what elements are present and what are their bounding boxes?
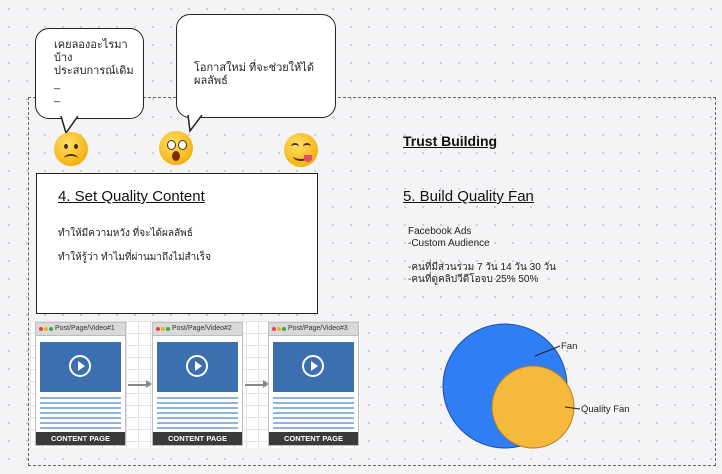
- page-footer: CONTENT PAGE: [36, 432, 125, 445]
- step4-line: ทำให้มีความหวัง ที่จะได้ผลลัพธ์: [58, 228, 193, 239]
- fan-venn-diagram: Fan Quality Fan: [442, 323, 630, 449]
- page-footer: CONTENT PAGE: [153, 432, 242, 445]
- text-lines: [273, 397, 354, 437]
- flow-arrow: [245, 381, 269, 387]
- page-titlebar: Post/Page/Video#1: [36, 323, 125, 336]
- step5-line: [408, 250, 556, 262]
- quality-fan-circle: [491, 365, 575, 449]
- step5-details: Facebook Ads -Custom Audience -คนที่มีส่…: [408, 226, 556, 286]
- play-icon: [186, 355, 208, 377]
- page-footer: CONTENT PAGE: [269, 432, 358, 445]
- page-titlebar: Post/Page/Video#2: [153, 323, 242, 336]
- play-icon: [302, 355, 324, 377]
- content-page-card: Post/Page/Video#2 CONTENT PAGE: [152, 322, 243, 446]
- page-titlebar: Post/Page/Video#3: [269, 323, 358, 336]
- step5-line: -คนที่มีส่วนร่วม 7 วัน 14 วัน 30 วัน: [408, 262, 557, 273]
- set-quality-content-box: 4. Set Quality Content ทำให้มีความหวัง ท…: [36, 173, 318, 314]
- bubble-line: _: [54, 78, 61, 90]
- page-title: Post/Page/Video#1: [55, 325, 115, 332]
- flow-arrow: [128, 381, 152, 387]
- content-page-card: Post/Page/Video#3 CONTENT PAGE: [268, 322, 359, 446]
- page-title: Post/Page/Video#3: [288, 325, 348, 332]
- astonished-face-icon: [159, 131, 193, 165]
- step5-line: -Custom Audience: [408, 238, 490, 249]
- new-opportunity-bubble: โอกาสใหม่ ที่จะช่วยให้ได้ผลลัพธ์: [176, 14, 336, 118]
- video-thumbnail: [40, 342, 121, 392]
- step4-title: 4. Set Quality Content: [58, 188, 205, 205]
- step5-line: -คนที่ดูคลิปวีดีโอจบ 25% 50%: [408, 274, 539, 285]
- video-thumbnail: [157, 342, 238, 392]
- worried-face-icon: [54, 132, 88, 166]
- text-lines: [157, 397, 238, 437]
- bubble-text: โอกาสใหม่ ที่จะช่วยให้ได้ผลลัพธ์: [194, 62, 314, 87]
- step4-line: ทำให้รู้ว่า ทำไมที่ผ่านมาถึงไม่สำเร็จ: [58, 252, 211, 263]
- trust-building-frame: [28, 97, 716, 466]
- bubble-line: เคยลองอะไรมาบ้าง: [54, 39, 128, 64]
- past-experience-bubble: เคยลองอะไรมาบ้าง ประสบการณ์เดิม _ _: [35, 28, 144, 119]
- fan-label: Fan: [561, 341, 577, 352]
- video-thumbnail: [273, 342, 354, 392]
- quality-fan-label: Quality Fan: [581, 404, 630, 415]
- step5-title: 5. Build Quality Fan: [403, 188, 534, 205]
- step5-line: Facebook Ads: [408, 226, 472, 237]
- bubble-line: _: [54, 91, 61, 103]
- yummy-face-icon: [284, 133, 318, 167]
- bubble-tail: [187, 115, 203, 133]
- trust-building-title: Trust Building: [403, 133, 498, 149]
- text-lines: [40, 397, 121, 437]
- bubble-line: ประสบการณ์เดิม: [54, 65, 134, 77]
- content-page-card: Post/Page/Video#1 CONTENT PAGE: [35, 322, 126, 446]
- page-title: Post/Page/Video#2: [172, 325, 232, 332]
- play-icon: [69, 355, 91, 377]
